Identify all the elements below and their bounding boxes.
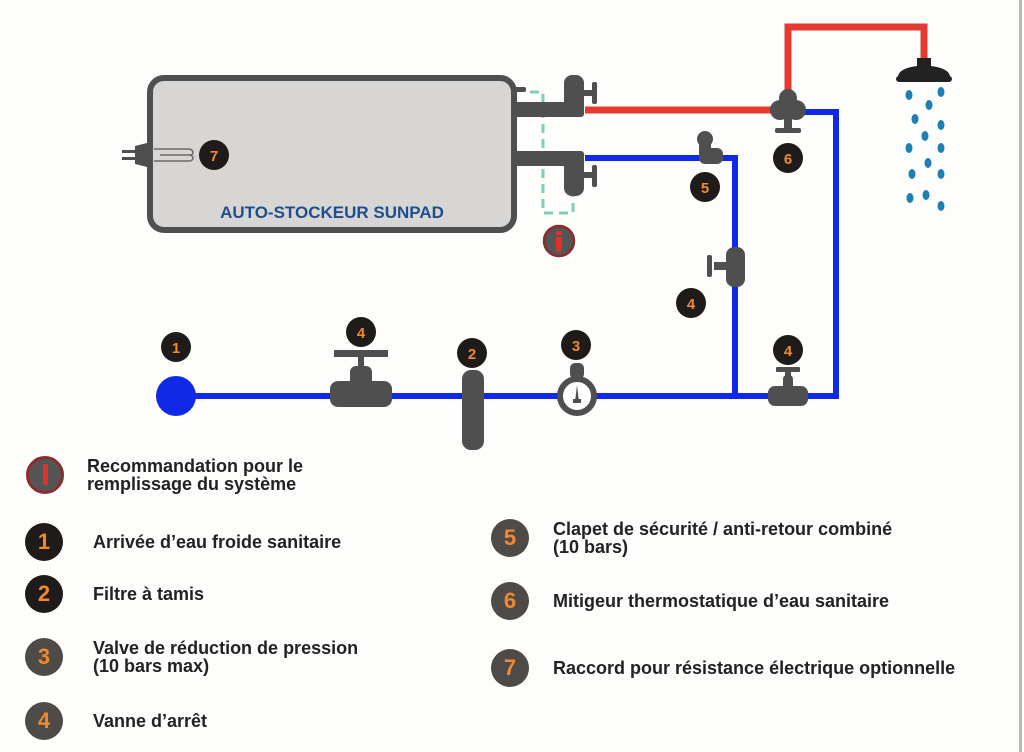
legend-info-line1: Recommandation pour le bbox=[87, 456, 304, 476]
pressure-reducer-icon bbox=[557, 363, 597, 416]
heating-element-icon bbox=[122, 143, 194, 167]
legend-item-info: Recommandation pour le remplissage du sy… bbox=[26, 456, 303, 494]
svg-text:1: 1 bbox=[172, 340, 180, 357]
water-drop bbox=[937, 120, 945, 130]
cold-inlet-valve-body bbox=[564, 151, 584, 196]
badge-4-right: 4 bbox=[773, 335, 803, 365]
plumbing-diagram: AUTO-STOCKEUR SUNPAD bbox=[122, 23, 952, 450]
info-icon[interactable] bbox=[542, 224, 576, 258]
legend-label-7: Raccord pour résistance électrique optio… bbox=[553, 658, 956, 678]
legend-info-line2: remplissage du système bbox=[87, 474, 297, 494]
water-drop bbox=[906, 193, 914, 203]
water-drops bbox=[905, 87, 945, 211]
water-drop bbox=[937, 87, 945, 97]
page-right-border bbox=[1019, 0, 1022, 752]
badge-5: 5 bbox=[690, 172, 720, 202]
svg-text:4: 4 bbox=[357, 325, 366, 342]
legend-badge-4: 4 bbox=[25, 702, 63, 740]
hot-water-pipes bbox=[585, 23, 928, 114]
sieve-filter-icon bbox=[462, 370, 484, 450]
legend-badge-1: 1 bbox=[25, 523, 63, 561]
legend-badge-6: 6 bbox=[491, 582, 529, 620]
svg-text:4: 4 bbox=[784, 343, 793, 360]
safety-valve-icon bbox=[697, 131, 723, 164]
water-drop bbox=[905, 143, 913, 153]
svg-text:2: 2 bbox=[468, 346, 476, 363]
shower-head-icon bbox=[896, 58, 952, 82]
legend-label-4: Vanne d’arrêt bbox=[93, 711, 208, 731]
legend-badge-7: 7 bbox=[491, 649, 529, 687]
svg-text:7: 7 bbox=[210, 148, 218, 165]
svg-text:4: 4 bbox=[687, 296, 696, 313]
legend-label-5-line1: Clapet de sécurité / anti-retour combiné bbox=[553, 519, 893, 539]
hot-pipe-mixer-to-shower bbox=[784, 23, 928, 100]
legend-item-7: 7 Raccord pour résistance électrique opt… bbox=[491, 649, 955, 687]
svg-text:3: 3 bbox=[572, 338, 580, 355]
tank-label: AUTO-STOCKEUR SUNPAD bbox=[220, 203, 444, 222]
vertical-stop-valve-icon bbox=[707, 247, 745, 287]
legend-label-2: Filtre à tamis bbox=[93, 584, 205, 604]
cold-water-pipes bbox=[176, 109, 839, 399]
badge-6: 6 bbox=[773, 143, 803, 173]
badge-2: 2 bbox=[457, 338, 487, 368]
legend-item-3: 3 Valve de réduction de pression (10 bar… bbox=[25, 638, 358, 676]
legend-badge-2: 2 bbox=[25, 575, 63, 613]
legend-item-6: 6 Mitigeur thermostatique d’eau sanitair… bbox=[491, 582, 889, 620]
water-drop bbox=[922, 190, 930, 200]
legend-label-5-line2: (10 bars) bbox=[553, 537, 629, 557]
water-drop bbox=[937, 169, 945, 179]
legend-item-2: 2 Filtre à tamis bbox=[25, 575, 204, 613]
badge-7: 7 bbox=[199, 140, 229, 170]
hot-outlet-valve-body bbox=[564, 75, 584, 117]
tank: AUTO-STOCKEUR SUNPAD bbox=[122, 75, 517, 233]
badge-4-main: 4 bbox=[346, 317, 376, 347]
legend-label-6: Mitigeur thermostatique d’eau sanitaire bbox=[553, 591, 890, 611]
water-drop bbox=[911, 114, 919, 124]
legend-item-4: 4 Vanne d’arrêt bbox=[25, 702, 207, 740]
main-stop-valve-icon bbox=[330, 350, 392, 407]
water-drop bbox=[905, 90, 913, 100]
right-stop-valve-icon bbox=[768, 367, 808, 406]
badge-3: 3 bbox=[561, 330, 591, 360]
svg-text:6: 6 bbox=[784, 151, 792, 168]
water-drop bbox=[924, 158, 932, 168]
legend-item-5: 5 Clapet de sécurité / anti-retour combi… bbox=[491, 519, 892, 557]
legend-item-1: 1 Arrivée d’eau froide sanitaire bbox=[25, 523, 341, 561]
water-drop bbox=[937, 201, 945, 211]
water-drop bbox=[925, 100, 933, 110]
legend-label-3-line1: Valve de réduction de pression bbox=[93, 638, 359, 658]
tank-fittings bbox=[514, 75, 597, 196]
filling-recommendation-path bbox=[530, 90, 575, 215]
cold-water-inlet-icon bbox=[156, 376, 196, 416]
badge-4-vertical: 4 bbox=[676, 288, 706, 318]
cold-pipe-branch-to-tank bbox=[585, 155, 738, 396]
water-drop bbox=[937, 143, 945, 153]
water-drop bbox=[908, 169, 916, 179]
legend-badge-3: 3 bbox=[25, 638, 63, 676]
svg-text:5: 5 bbox=[701, 180, 709, 197]
legend-label-1: Arrivée d’eau froide sanitaire bbox=[93, 532, 342, 552]
thermostatic-mixer-icon bbox=[770, 89, 806, 133]
cold-pipe-main-line bbox=[176, 109, 839, 399]
water-drop bbox=[921, 131, 929, 141]
badge-1: 1 bbox=[161, 332, 191, 362]
legend-badge-5: 5 bbox=[491, 519, 529, 557]
legend-label-3-line2: (10 bars max) bbox=[93, 656, 210, 676]
info-icon bbox=[26, 456, 64, 494]
